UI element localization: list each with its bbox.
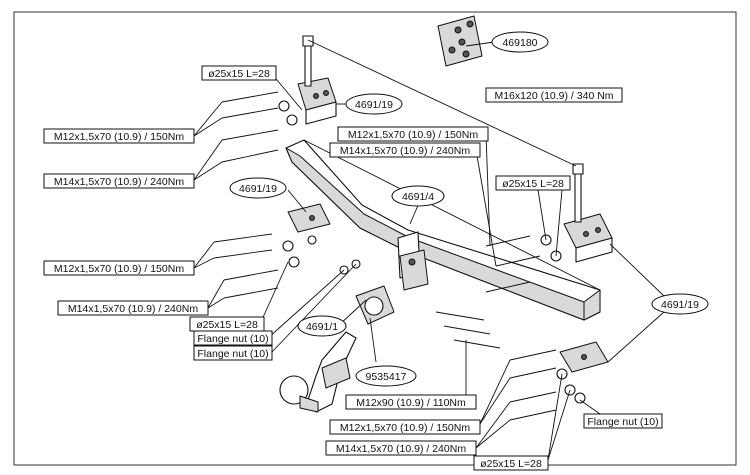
callout-spacer-mid-left: ø25x15 L=28 bbox=[189, 316, 265, 332]
callout-spacer-bottom: ø25x15 L=28 bbox=[473, 455, 549, 471]
svg-text:4691/19: 4691/19 bbox=[661, 299, 699, 311]
bracket-left-top-part bbox=[297, 77, 337, 125]
svg-text:ø25x15 L=28: ø25x15 L=28 bbox=[208, 68, 270, 80]
callout-flange-nut-1: Flange nut (10) bbox=[193, 330, 273, 346]
bolts-m12x90 bbox=[435, 311, 501, 349]
callout-spacer-right: ø25x15 L=28 bbox=[495, 175, 571, 191]
svg-text:M12x1,5x70 (10.9) / 150Nm: M12x1,5x70 (10.9) / 150Nm bbox=[54, 131, 184, 143]
svg-text:ø25x15 L=28: ø25x15 L=28 bbox=[502, 178, 564, 190]
callout-bolts-m12-center: M12x1,5x70 (10.9) / 150Nm bbox=[337, 126, 489, 142]
callout-bolts-m14-top-left: M14x1,5x70 (10.9) / 240Nm bbox=[43, 173, 195, 189]
callout-bolts-m12-mid-left: M12x1,5x70 (10.9) / 150Nm bbox=[43, 260, 195, 276]
callout-bolts-m14-mid-left: M14x1,5x70 (10.9) / 240Nm bbox=[57, 300, 209, 316]
svg-text:M12x90 (10.9) / 110Nm: M12x90 (10.9) / 110Nm bbox=[356, 397, 466, 409]
bolt-vertical-top-left bbox=[302, 35, 314, 87]
svg-text:ø25x15 L=28: ø25x15 L=28 bbox=[196, 319, 258, 331]
svg-text:4691/19: 4691/19 bbox=[355, 99, 393, 111]
callout-ball-mount: 4691/1 bbox=[297, 315, 347, 337]
bolt-vertical-right bbox=[572, 163, 584, 223]
crossbar-hanger bbox=[397, 231, 429, 291]
flange-nuts-center bbox=[307, 235, 586, 404]
callout-flange-nut-2: Flange nut (10) bbox=[193, 345, 273, 361]
svg-text:4691/1: 4691/1 bbox=[306, 321, 338, 333]
socket-part bbox=[321, 285, 395, 389]
svg-text:9535417: 9535417 bbox=[366, 371, 407, 383]
callout-bracket-right: 4691/19 bbox=[651, 293, 709, 315]
bolts-mid-left bbox=[213, 233, 300, 299]
svg-text:4691/19: 4691/19 bbox=[239, 183, 277, 195]
svg-text:Flange nut (10): Flange nut (10) bbox=[197, 348, 268, 360]
callout-bolts-m14-bottom: M14x1,5x70 (10.9) / 240Nm bbox=[325, 440, 477, 456]
callout-spacer-top-left: ø25x15 L=28 bbox=[201, 65, 277, 81]
callout-socket: 9535417 bbox=[355, 365, 417, 387]
leader-lines bbox=[193, 39, 665, 461]
svg-text:M12x1,5x70 (10.9) / 150Nm: M12x1,5x70 (10.9) / 150Nm bbox=[348, 129, 478, 141]
callout-bolt-m16: M16x120 (10.9) / 340 Nm bbox=[485, 87, 623, 103]
bracket-left-mid-part bbox=[287, 203, 331, 233]
svg-text:Flange nut (10): Flange nut (10) bbox=[587, 416, 658, 428]
bracket-lower-right-part bbox=[559, 341, 609, 373]
callout-bolts-m14-center: M14x1,5x70 (10.9) / 240Nm bbox=[329, 142, 481, 158]
bracket-right-part bbox=[563, 213, 613, 263]
svg-text:M14x1,5x70 (10.9) / 240Nm: M14x1,5x70 (10.9) / 240Nm bbox=[68, 303, 198, 315]
crossbar-part bbox=[285, 139, 601, 321]
svg-text:ø25x15 L=28: ø25x15 L=28 bbox=[480, 458, 542, 470]
callout-flange-nut-3: Flange nut (10) bbox=[583, 413, 663, 429]
callout-bolts-m12x90: M12x90 (10.9) / 110Nm bbox=[345, 394, 477, 410]
svg-text:M14x1,5x70 (10.9) / 240Nm: M14x1,5x70 (10.9) / 240Nm bbox=[336, 443, 466, 455]
svg-text:Flange nut (10): Flange nut (10) bbox=[197, 333, 268, 345]
callout-bracket-left-mid: 4691/19 bbox=[229, 177, 287, 199]
callout-bracket-left-top: 4691/19 bbox=[345, 93, 403, 115]
callout-crossbar: 4691/4 bbox=[391, 185, 445, 207]
svg-text:469180: 469180 bbox=[502, 37, 537, 49]
svg-text:M14x1,5x70 (10.9) / 240Nm: M14x1,5x70 (10.9) / 240Nm bbox=[340, 145, 470, 157]
bolts-top-left bbox=[221, 91, 298, 163]
callout-bolts-m12-bottom: M12x1,5x70 (10.9) / 150Nm bbox=[329, 419, 481, 435]
svg-text:M14x1,5x70 (10.9) / 240Nm: M14x1,5x70 (10.9) / 240Nm bbox=[54, 176, 184, 188]
svg-text:M12x1,5x70 (10.9) / 150Nm: M12x1,5x70 (10.9) / 150Nm bbox=[54, 263, 184, 275]
svg-text:M12x1,5x70 (10.9) / 150Nm: M12x1,5x70 (10.9) / 150Nm bbox=[340, 422, 470, 434]
svg-text:M16x120 (10.9) / 340 Nm: M16x120 (10.9) / 340 Nm bbox=[494, 90, 613, 102]
kit-469180-part bbox=[437, 15, 483, 67]
callout-kit-469180: 469180 bbox=[491, 31, 549, 53]
callout-bolts-m12-top-left: M12x1,5x70 (10.9) / 150Nm bbox=[43, 128, 195, 144]
svg-text:4691/4: 4691/4 bbox=[402, 191, 434, 203]
drawing-frame bbox=[13, 11, 737, 466]
